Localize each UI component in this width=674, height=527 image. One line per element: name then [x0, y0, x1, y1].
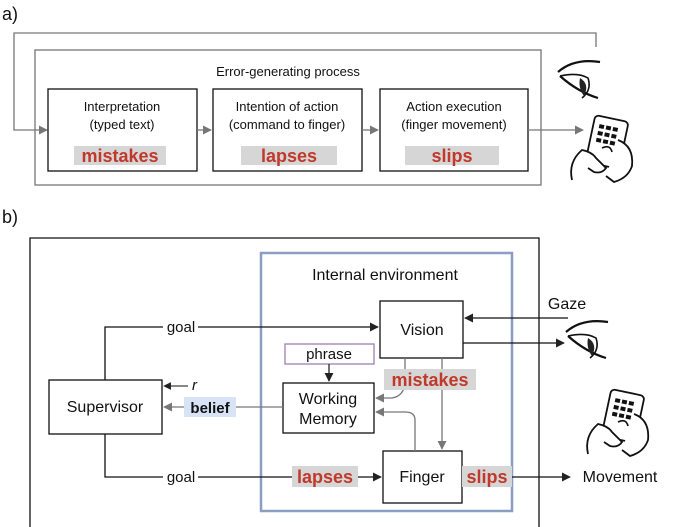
- working-memory-label-1: Working: [299, 391, 357, 408]
- feedback-loop-arrow: [13, 32, 597, 135]
- goal-top-label: goal: [167, 319, 195, 336]
- stage-execution-subtitle: (finger movement): [401, 117, 506, 132]
- gaze-label: Gaze: [548, 296, 586, 313]
- stage-intention-title: Intention of action: [236, 99, 339, 114]
- panel-b-label: b): [2, 207, 18, 227]
- slips-highlight-b: [462, 466, 512, 487]
- error-lapses-b: lapses: [297, 467, 353, 487]
- goal-bottom-label: goal: [167, 469, 195, 486]
- movement-label: Movement: [583, 469, 658, 486]
- internal-environment-box: [259, 251, 514, 513]
- mistakes-highlight-b: [384, 369, 476, 390]
- stage-intention-subtitle: (command to finger): [229, 117, 345, 132]
- error-mistakes-a: mistakes: [81, 146, 158, 166]
- panel-b-frame: [29, 237, 540, 527]
- stage-execution-title: Action execution: [406, 99, 501, 114]
- goal-bottom-line: [104, 434, 163, 478]
- internal-environment-title: Internal environment: [312, 267, 458, 284]
- error-slips-b: slips: [466, 467, 507, 487]
- arrow-finger-to-memory: [375, 407, 416, 451]
- finger-box: [382, 450, 463, 504]
- reward-label: r: [192, 377, 198, 394]
- finger-label: Finger: [399, 469, 445, 486]
- phrase-label: phrase: [306, 346, 352, 363]
- belief-highlight: [184, 397, 236, 417]
- vision-label: Vision: [400, 322, 443, 339]
- error-generating-process-box: [34, 49, 542, 186]
- process-title: Error-generating process: [216, 64, 360, 79]
- error-lapses-a: lapses: [261, 146, 317, 166]
- error-mistakes-b: mistakes: [391, 370, 468, 390]
- eye-icon: [557, 60, 601, 100]
- hand-phone-icon: [586, 388, 650, 457]
- panel-a-label: a): [2, 4, 18, 24]
- eye-icon: [565, 320, 609, 360]
- supervisor-label: Supervisor: [67, 399, 144, 416]
- belief-label: belief: [190, 400, 230, 417]
- working-memory-box: [282, 382, 375, 434]
- slips-highlight: [405, 146, 499, 165]
- mistakes-highlight: [74, 146, 166, 165]
- lapses-highlight-b: [292, 466, 358, 487]
- stage-interpretation-subtitle: (typed text): [89, 117, 154, 132]
- working-memory-label-2: Memory: [299, 411, 357, 428]
- stage-interpretation-title: Interpretation: [84, 99, 161, 114]
- goal-top-line: [104, 326, 163, 380]
- vision-box: [379, 300, 464, 359]
- error-slips-a: slips: [431, 146, 472, 166]
- hand-phone-icon: [570, 114, 634, 183]
- lapses-highlight: [241, 146, 337, 165]
